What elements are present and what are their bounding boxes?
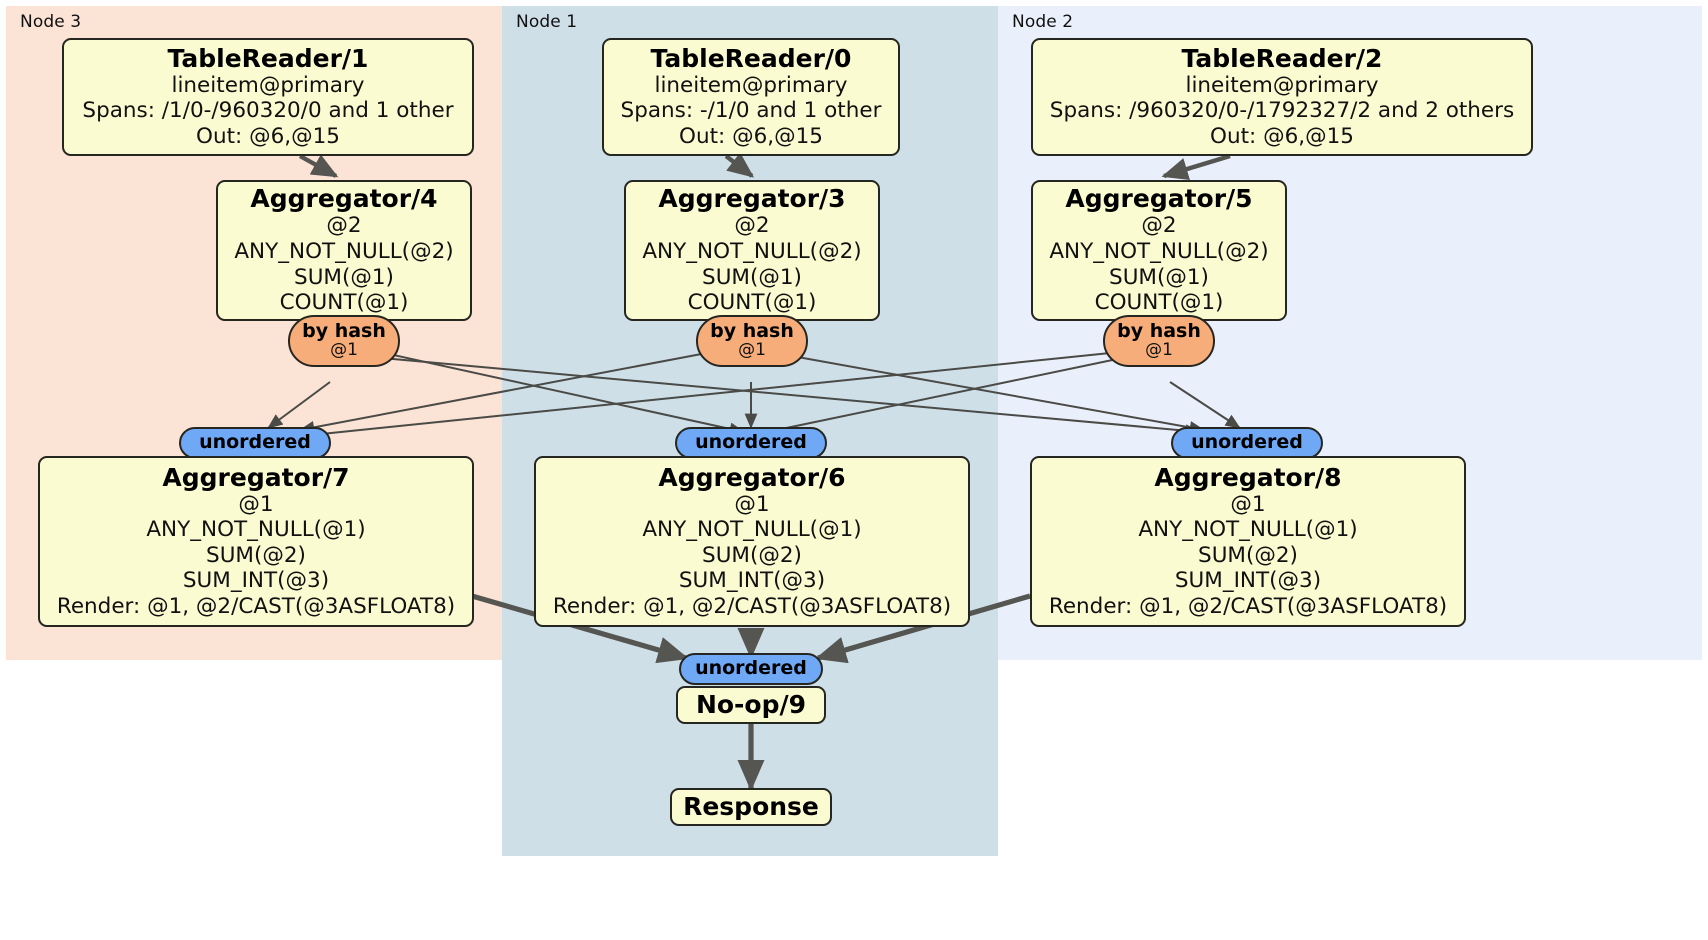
processor-aggregator-6[interactable]: Aggregator/6 @1 ANY_NOT_NULL(@1) SUM(@2)… — [534, 456, 970, 627]
processor-detail: ANY_NOT_NULL(@2) — [1049, 238, 1269, 264]
router-sub: @1 — [1145, 340, 1173, 361]
processor-detail: SUM(@1) — [702, 264, 802, 290]
processor-detail: @2 — [1141, 213, 1177, 239]
router-by-hash-node3[interactable]: by hash @1 — [288, 315, 400, 367]
processor-detail: SUM_INT(@3) — [1174, 568, 1322, 594]
processor-detail: lineitem@primary — [1185, 72, 1379, 98]
processor-detail: Render: @1, @2/CAST(@3ASFLOAT8) — [1048, 593, 1448, 619]
router-label: unordered — [695, 431, 807, 454]
router-label: by hash — [710, 320, 794, 343]
processor-detail: @2 — [734, 213, 770, 239]
router-label: by hash — [302, 320, 386, 343]
processor-detail: @1 — [1230, 491, 1266, 517]
processor-detail: COUNT(@1) — [279, 290, 409, 316]
processor-title: TableReader/1 — [167, 43, 369, 73]
processor-title: Aggregator/5 — [1065, 184, 1253, 214]
processor-detail: SUM(@2) — [702, 542, 802, 568]
processor-detail: Spans: -/1/0 and 1 other — [620, 98, 882, 124]
processor-detail: COUNT(@1) — [1094, 290, 1224, 316]
processor-detail: SUM(@1) — [294, 264, 394, 290]
processor-title: Response — [683, 792, 819, 821]
processor-detail: ANY_NOT_NULL(@1) — [1138, 517, 1358, 543]
router-by-hash-node1[interactable]: by hash @1 — [696, 315, 808, 367]
router-sub: @1 — [330, 340, 358, 361]
processor-title: Aggregator/4 — [250, 184, 438, 214]
processor-title: Aggregator/3 — [658, 184, 846, 214]
processor-response[interactable]: Response — [670, 788, 832, 826]
processor-detail: ANY_NOT_NULL(@1) — [146, 517, 366, 543]
processor-detail: Spans: /1/0-/960320/0 and 1 other — [82, 98, 454, 124]
processor-aggregator-3[interactable]: Aggregator/3 @2 ANY_NOT_NULL(@2) SUM(@1)… — [624, 180, 880, 321]
processor-detail: Render: @1, @2/CAST(@3ASFLOAT8) — [56, 593, 456, 619]
processor-title: Aggregator/6 — [658, 462, 846, 492]
processor-detail: Spans: /960320/0-/1792327/2 and 2 others — [1049, 98, 1515, 124]
processor-title: TableReader/0 — [650, 43, 852, 73]
node-label-node3: Node 3 — [20, 12, 82, 32]
processor-aggregator-8[interactable]: Aggregator/8 @1 ANY_NOT_NULL(@1) SUM(@2)… — [1030, 456, 1466, 627]
node-label-node2: Node 2 — [1012, 12, 1074, 32]
processor-detail: Render: @1, @2/CAST(@3ASFLOAT8) — [552, 593, 952, 619]
processor-detail: lineitem@primary — [654, 72, 848, 98]
processor-aggregator-7[interactable]: Aggregator/7 @1 ANY_NOT_NULL(@1) SUM(@2)… — [38, 456, 474, 627]
processor-detail: SUM(@2) — [206, 542, 306, 568]
processor-table-reader-0[interactable]: TableReader/0 lineitem@primary Spans: -/… — [602, 38, 900, 156]
processor-aggregator-5[interactable]: Aggregator/5 @2 ANY_NOT_NULL(@2) SUM(@1)… — [1031, 180, 1287, 321]
router-by-hash-node2[interactable]: by hash @1 — [1103, 315, 1215, 367]
router-unordered-final[interactable]: unordered — [679, 653, 823, 685]
processor-table-reader-1[interactable]: TableReader/1 lineitem@primary Spans: /1… — [62, 38, 474, 156]
processor-detail: SUM_INT(@3) — [678, 568, 826, 594]
processor-detail: COUNT(@1) — [687, 290, 817, 316]
processor-aggregator-4[interactable]: Aggregator/4 @2 ANY_NOT_NULL(@2) SUM(@1)… — [216, 180, 472, 321]
processor-detail: SUM(@2) — [1198, 542, 1298, 568]
processor-title: No-op/9 — [695, 690, 807, 719]
processor-detail: SUM_INT(@3) — [182, 568, 330, 594]
processor-title: Aggregator/7 — [162, 462, 350, 492]
router-label: unordered — [1191, 431, 1303, 454]
processor-detail: @1 — [238, 491, 274, 517]
processor-detail: Out: @6,@15 — [196, 123, 340, 149]
processor-table-reader-2[interactable]: TableReader/2 lineitem@primary Spans: /9… — [1031, 38, 1533, 156]
processor-detail: lineitem@primary — [171, 72, 365, 98]
processor-no-op-9[interactable]: No-op/9 — [676, 686, 826, 724]
router-sub: @1 — [738, 340, 766, 361]
router-label: unordered — [199, 431, 311, 454]
processor-detail: @1 — [734, 491, 770, 517]
router-unordered-node2[interactable]: unordered — [1171, 427, 1323, 459]
router-unordered-node1[interactable]: unordered — [675, 427, 827, 459]
router-label: unordered — [695, 657, 807, 680]
processor-title: Aggregator/8 — [1154, 462, 1342, 492]
processor-detail: ANY_NOT_NULL(@1) — [642, 517, 862, 543]
processor-detail: ANY_NOT_NULL(@2) — [234, 238, 454, 264]
processor-detail: ANY_NOT_NULL(@2) — [642, 238, 862, 264]
processor-detail: SUM(@1) — [1109, 264, 1209, 290]
processor-detail: Out: @6,@15 — [679, 123, 823, 149]
router-unordered-node3[interactable]: unordered — [179, 427, 331, 459]
node-label-node1: Node 1 — [516, 12, 578, 32]
processor-detail: @2 — [326, 213, 362, 239]
processor-detail: Out: @6,@15 — [1210, 123, 1354, 149]
router-label: by hash — [1117, 320, 1201, 343]
processor-title: TableReader/2 — [1181, 43, 1383, 73]
